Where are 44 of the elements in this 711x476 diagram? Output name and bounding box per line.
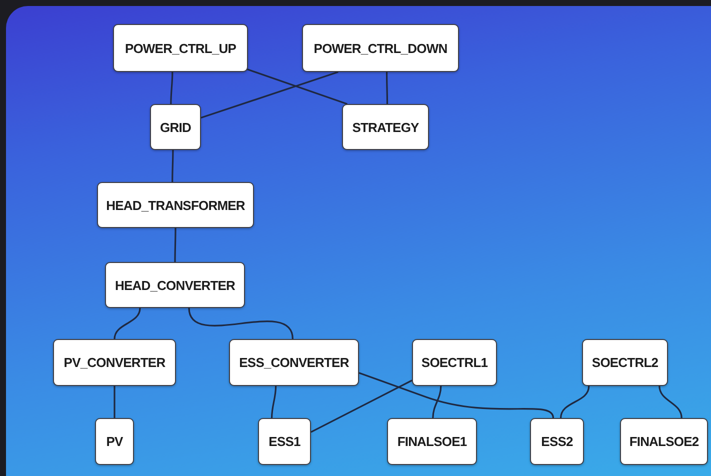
node-box: [342, 104, 429, 150]
node-label: FINALSOE2: [629, 434, 699, 449]
node-label: POWER_CTRL_DOWN: [314, 40, 448, 56]
node-box: [150, 104, 201, 150]
node-label: ESS2: [541, 434, 573, 449]
connector-line: [310, 380, 412, 433]
node-label: FINALSOE1: [397, 434, 467, 449]
connector-line: [114, 386, 116, 418]
node-box: [229, 339, 359, 386]
connector-line: [174, 228, 176, 262]
connector-line: [188, 308, 294, 340]
node-box: [582, 339, 668, 386]
connector-line: [200, 71, 338, 119]
node-box: [412, 339, 497, 386]
node-box: [620, 418, 708, 465]
connector-line: [114, 308, 141, 340]
connector-line: [270, 386, 277, 418]
node-label: HEAD_TRANSFORMER: [106, 198, 245, 212]
node-label: STRATEGY: [352, 120, 419, 134]
node-box: [113, 24, 248, 72]
node-label: ESS_CONVERTER: [239, 355, 349, 370]
node-label: GRID: [160, 120, 191, 134]
connector-line: [358, 372, 554, 418]
node-box: [53, 339, 176, 386]
node-box: [387, 418, 477, 465]
node-label: POWER_CTRL_UP: [124, 40, 236, 56]
node-label: PV: [106, 434, 123, 449]
node-label: SOECTRL2: [592, 355, 658, 370]
node-label: SOECTRL1: [421, 355, 488, 370]
node-box: [105, 262, 245, 308]
node-box: [302, 24, 459, 72]
node-box: [95, 418, 134, 465]
connector-line: [432, 386, 442, 418]
node-label: HEAD_CONVERTER: [114, 278, 236, 292]
node-label: ESS1: [268, 434, 300, 449]
node-box: [258, 418, 311, 465]
connector-line: [658, 386, 682, 418]
connector-line: [170, 72, 174, 104]
connector-line: [172, 150, 174, 182]
connector-line: [560, 386, 590, 418]
node-label: PV_CONVERTER: [64, 355, 166, 370]
node-box: [97, 182, 254, 228]
node-box: [530, 418, 584, 465]
connector-line: [386, 72, 388, 104]
